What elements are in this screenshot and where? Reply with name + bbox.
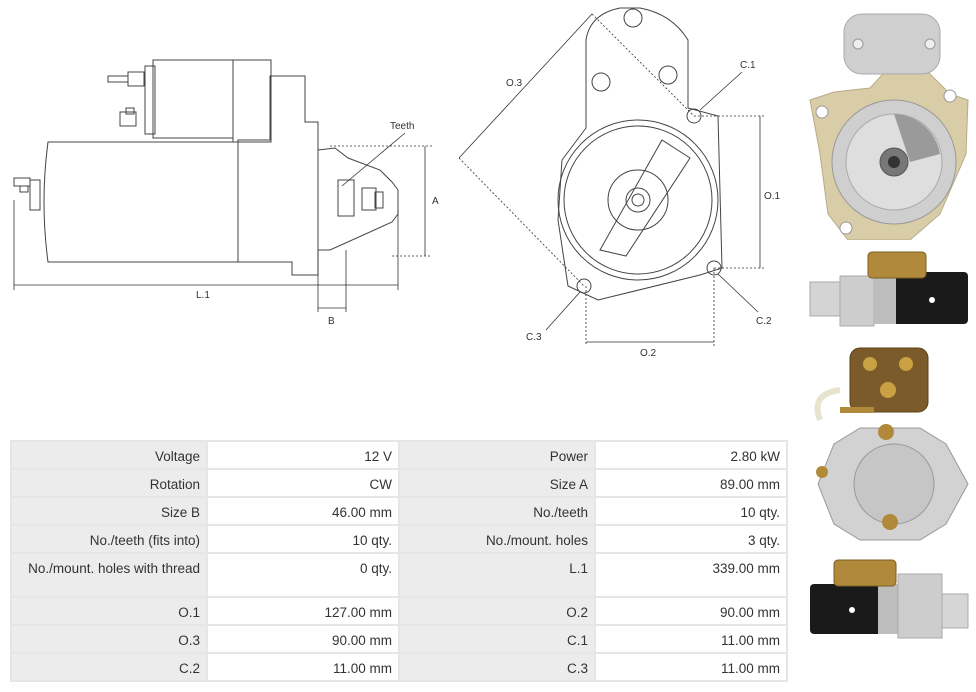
spec-key: Power [397, 440, 597, 470]
spec-value: 10 qty. [206, 524, 400, 554]
spec-value: 339.00 mm [594, 552, 788, 598]
teeth-label: Teeth [390, 121, 414, 132]
spec-value: 3 qty. [594, 524, 788, 554]
spec-key: No./mount. holes with thread [9, 552, 209, 598]
l1-label: L.1 [196, 290, 210, 301]
o3-label: O.3 [506, 78, 523, 89]
side-view [13, 59, 399, 276]
spec-key: Voltage [9, 440, 209, 470]
table-row: C.2 11.00 mm C.3 11.00 mm [9, 652, 788, 682]
spec-key: L.1 [397, 552, 597, 598]
table-row: Size B 46.00 mm No./teeth 10 qty. [9, 496, 788, 526]
starter-front-photo-icon[interactable] [800, 4, 976, 241]
solenoid [152, 59, 234, 139]
starter-rear-photo-icon[interactable] [800, 344, 976, 544]
teeth-leader [341, 132, 406, 187]
spec-table: Voltage 12 V Power 2.80 kW Rotation CW S… [9, 440, 788, 682]
technical-drawing: Teeth A L.1 B [13, 7, 781, 359]
spec-value: 11.00 mm [594, 652, 788, 682]
table-row: No./mount. holes with thread 0 qty. L.1 … [9, 552, 788, 598]
spec-value: 12 V [206, 440, 400, 470]
front-view [557, 7, 723, 301]
table-row: Voltage 12 V Power 2.80 kW [9, 440, 788, 470]
spec-value: 2.80 kW [594, 440, 788, 470]
spec-value: 46.00 mm [206, 496, 400, 526]
starter-diagram: Teeth A L.1 B [13, 7, 781, 359]
motor-body [43, 141, 239, 263]
spec-table-body: Voltage 12 V Power 2.80 kW Rotation CW S… [9, 440, 788, 682]
mounting-flange [557, 7, 723, 301]
spec-key: Rotation [9, 468, 209, 498]
c3-label: C.3 [526, 332, 542, 343]
spec-key: O.3 [9, 624, 209, 654]
c1-label: C.1 [740, 60, 756, 71]
spec-value: 127.00 mm [206, 596, 400, 626]
spec-key: Size B [9, 496, 209, 526]
spec-key: C.3 [397, 652, 597, 682]
spec-value: 10 qty. [594, 496, 788, 526]
table-row: O.3 90.00 mm C.1 11.00 mm [9, 624, 788, 654]
o3-dimension-line [458, 13, 593, 159]
hole-c3 [576, 278, 592, 294]
spec-key: No./teeth (fits into) [9, 524, 209, 554]
a-label: A [432, 196, 439, 207]
table-row: Rotation CW Size A 89.00 mm [9, 468, 788, 498]
starter-side-photo-icon[interactable] [800, 246, 976, 338]
table-row: O.1 127.00 mm O.2 90.00 mm [9, 596, 788, 626]
spec-value: 0 qty. [206, 552, 400, 598]
spec-key: O.2 [397, 596, 597, 626]
o1-label: O.1 [764, 191, 781, 202]
spec-key: No./teeth [397, 496, 597, 526]
hole-c1 [686, 108, 702, 124]
spec-value: 11.00 mm [206, 652, 400, 682]
hole-c2 [706, 260, 722, 276]
spec-value: CW [206, 468, 400, 498]
b-label: B [328, 316, 335, 327]
spec-value: 89.00 mm [594, 468, 788, 498]
spec-key: O.1 [9, 596, 209, 626]
spec-value: 11.00 mm [594, 624, 788, 654]
starter-side-reverse-photo-icon[interactable] [800, 554, 976, 650]
spec-key: No./mount. holes [397, 524, 597, 554]
spec-key: Size A [397, 468, 597, 498]
product-photos [800, 0, 976, 692]
spec-key: C.2 [9, 652, 209, 682]
table-row: No./teeth (fits into) 10 qty. No./mount.… [9, 524, 788, 554]
spec-key: C.1 [397, 624, 597, 654]
c2-label: C.2 [756, 316, 772, 327]
o2-label: O.2 [640, 348, 657, 359]
spec-value: 90.00 mm [206, 624, 400, 654]
spec-value: 90.00 mm [594, 596, 788, 626]
